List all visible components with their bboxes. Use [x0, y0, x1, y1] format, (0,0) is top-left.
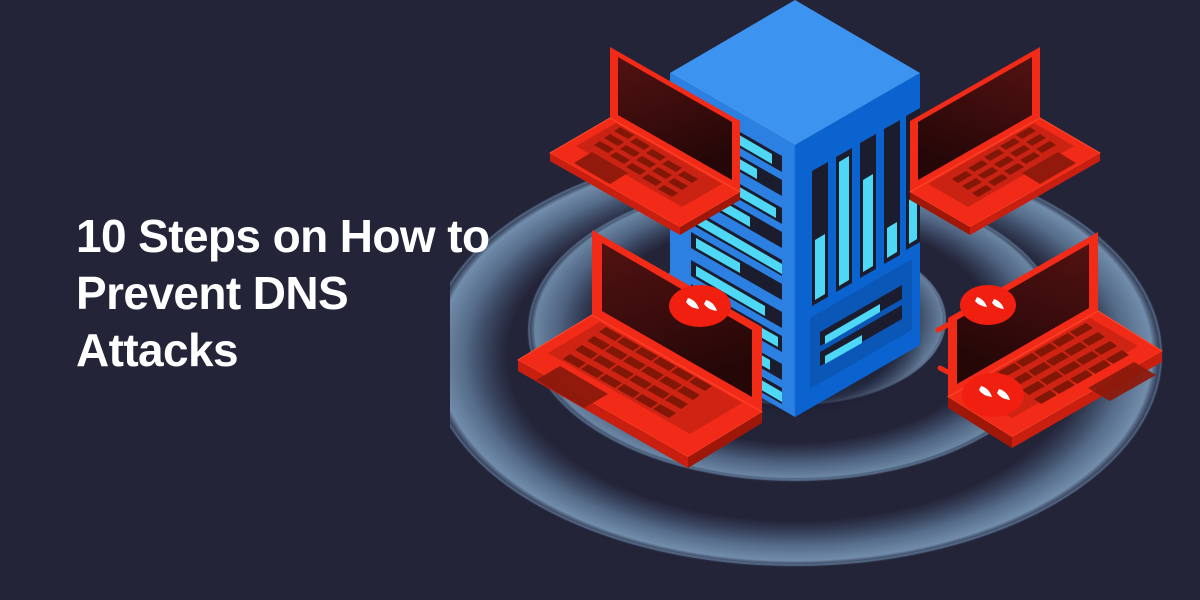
- bug-node-bottom-right: [962, 373, 1024, 417]
- server-top-face: [670, 0, 920, 145]
- keyboard-bottom-left: [536, 322, 742, 434]
- headline-container: 10 Steps on How to Prevent DNS Attacks: [76, 208, 506, 379]
- laptop-top-left: [548, 47, 742, 235]
- server-right-panel: [810, 259, 912, 389]
- keyboard-top-left: [574, 123, 722, 207]
- laptop-top-right: [908, 47, 1102, 235]
- page-title: 10 Steps on How to Prevent DNS Attacks: [76, 210, 490, 376]
- bug-node-top-left: [669, 285, 731, 327]
- keyboard-top-right: [928, 123, 1076, 207]
- malware-nodes: [669, 285, 1024, 417]
- bug-node-top-right: [960, 285, 1016, 325]
- dns-attack-network-illustration: [450, 0, 1200, 600]
